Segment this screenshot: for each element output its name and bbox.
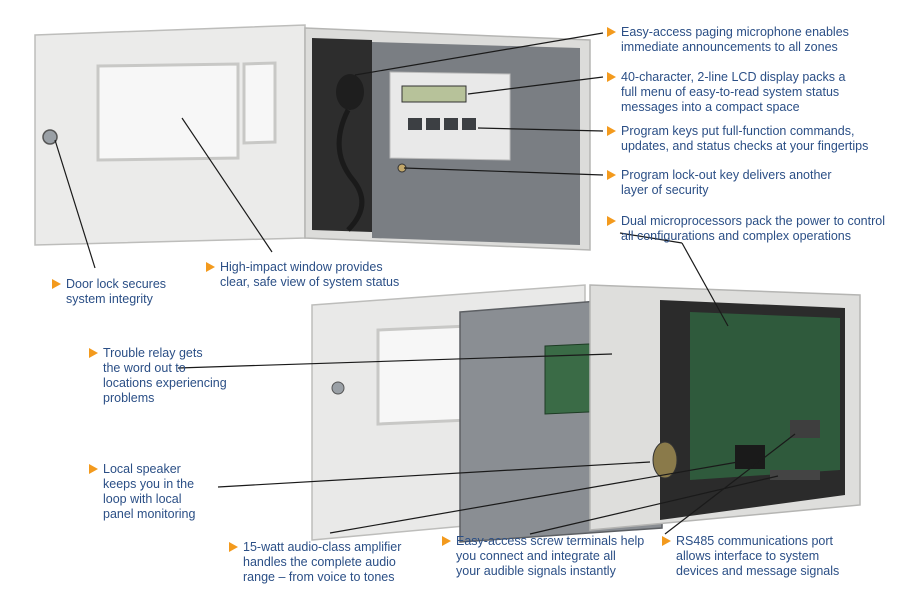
top-unit-cabinet [304, 27, 591, 251]
callout-screw-terminals: Easy-access screw terminals help you con… [442, 534, 644, 579]
amplifier-icon [735, 445, 765, 469]
callout-rs485-port: RS485 communications port allows interfa… [662, 534, 839, 579]
screw-terminals-icon [770, 470, 820, 480]
arrow-icon [607, 170, 616, 180]
door-lock-icon [42, 129, 58, 145]
arrow-icon [607, 27, 616, 37]
speaker-icon [652, 441, 678, 479]
callout-microprocessors: Dual microprocessors pack the power to c… [607, 214, 885, 244]
arrow-icon [607, 72, 616, 82]
callout-lockout-key: Program lock-out key delivers another la… [607, 168, 832, 198]
arrow-icon [662, 536, 671, 546]
arrow-icon [89, 348, 98, 358]
callout-lcd-display: 40-character, 2-line LCD display packs a… [607, 70, 845, 115]
rs485-port-icon [790, 420, 820, 438]
microphone-icon [336, 74, 364, 110]
callout-local-speaker: Local speaker keeps you in the loop with… [89, 462, 195, 522]
callout-door-lock: Door lock secures system integrity [52, 277, 166, 307]
callout-window: High-impact window provides clear, safe … [206, 260, 399, 290]
arrow-icon [607, 126, 616, 136]
lcd-display-icon [401, 85, 467, 103]
leader-lines [54, 32, 796, 535]
arrow-icon [52, 279, 61, 289]
callout-program-keys: Program keys put full-function commands,… [607, 124, 868, 154]
callout-amplifier: 15-watt audio-class amplifier handles th… [229, 540, 401, 585]
callout-microphone: Easy-access paging microphone enables im… [607, 25, 849, 55]
arrow-icon [206, 262, 215, 272]
arrow-icon [442, 536, 451, 546]
arrow-icon [89, 464, 98, 474]
arrow-icon [607, 216, 616, 226]
bottom-unit-cabinet [589, 284, 861, 531]
callout-trouble-relay: Trouble relay gets the word out to locat… [89, 346, 227, 406]
top-unit-door [34, 24, 306, 246]
arrow-icon [229, 542, 238, 552]
